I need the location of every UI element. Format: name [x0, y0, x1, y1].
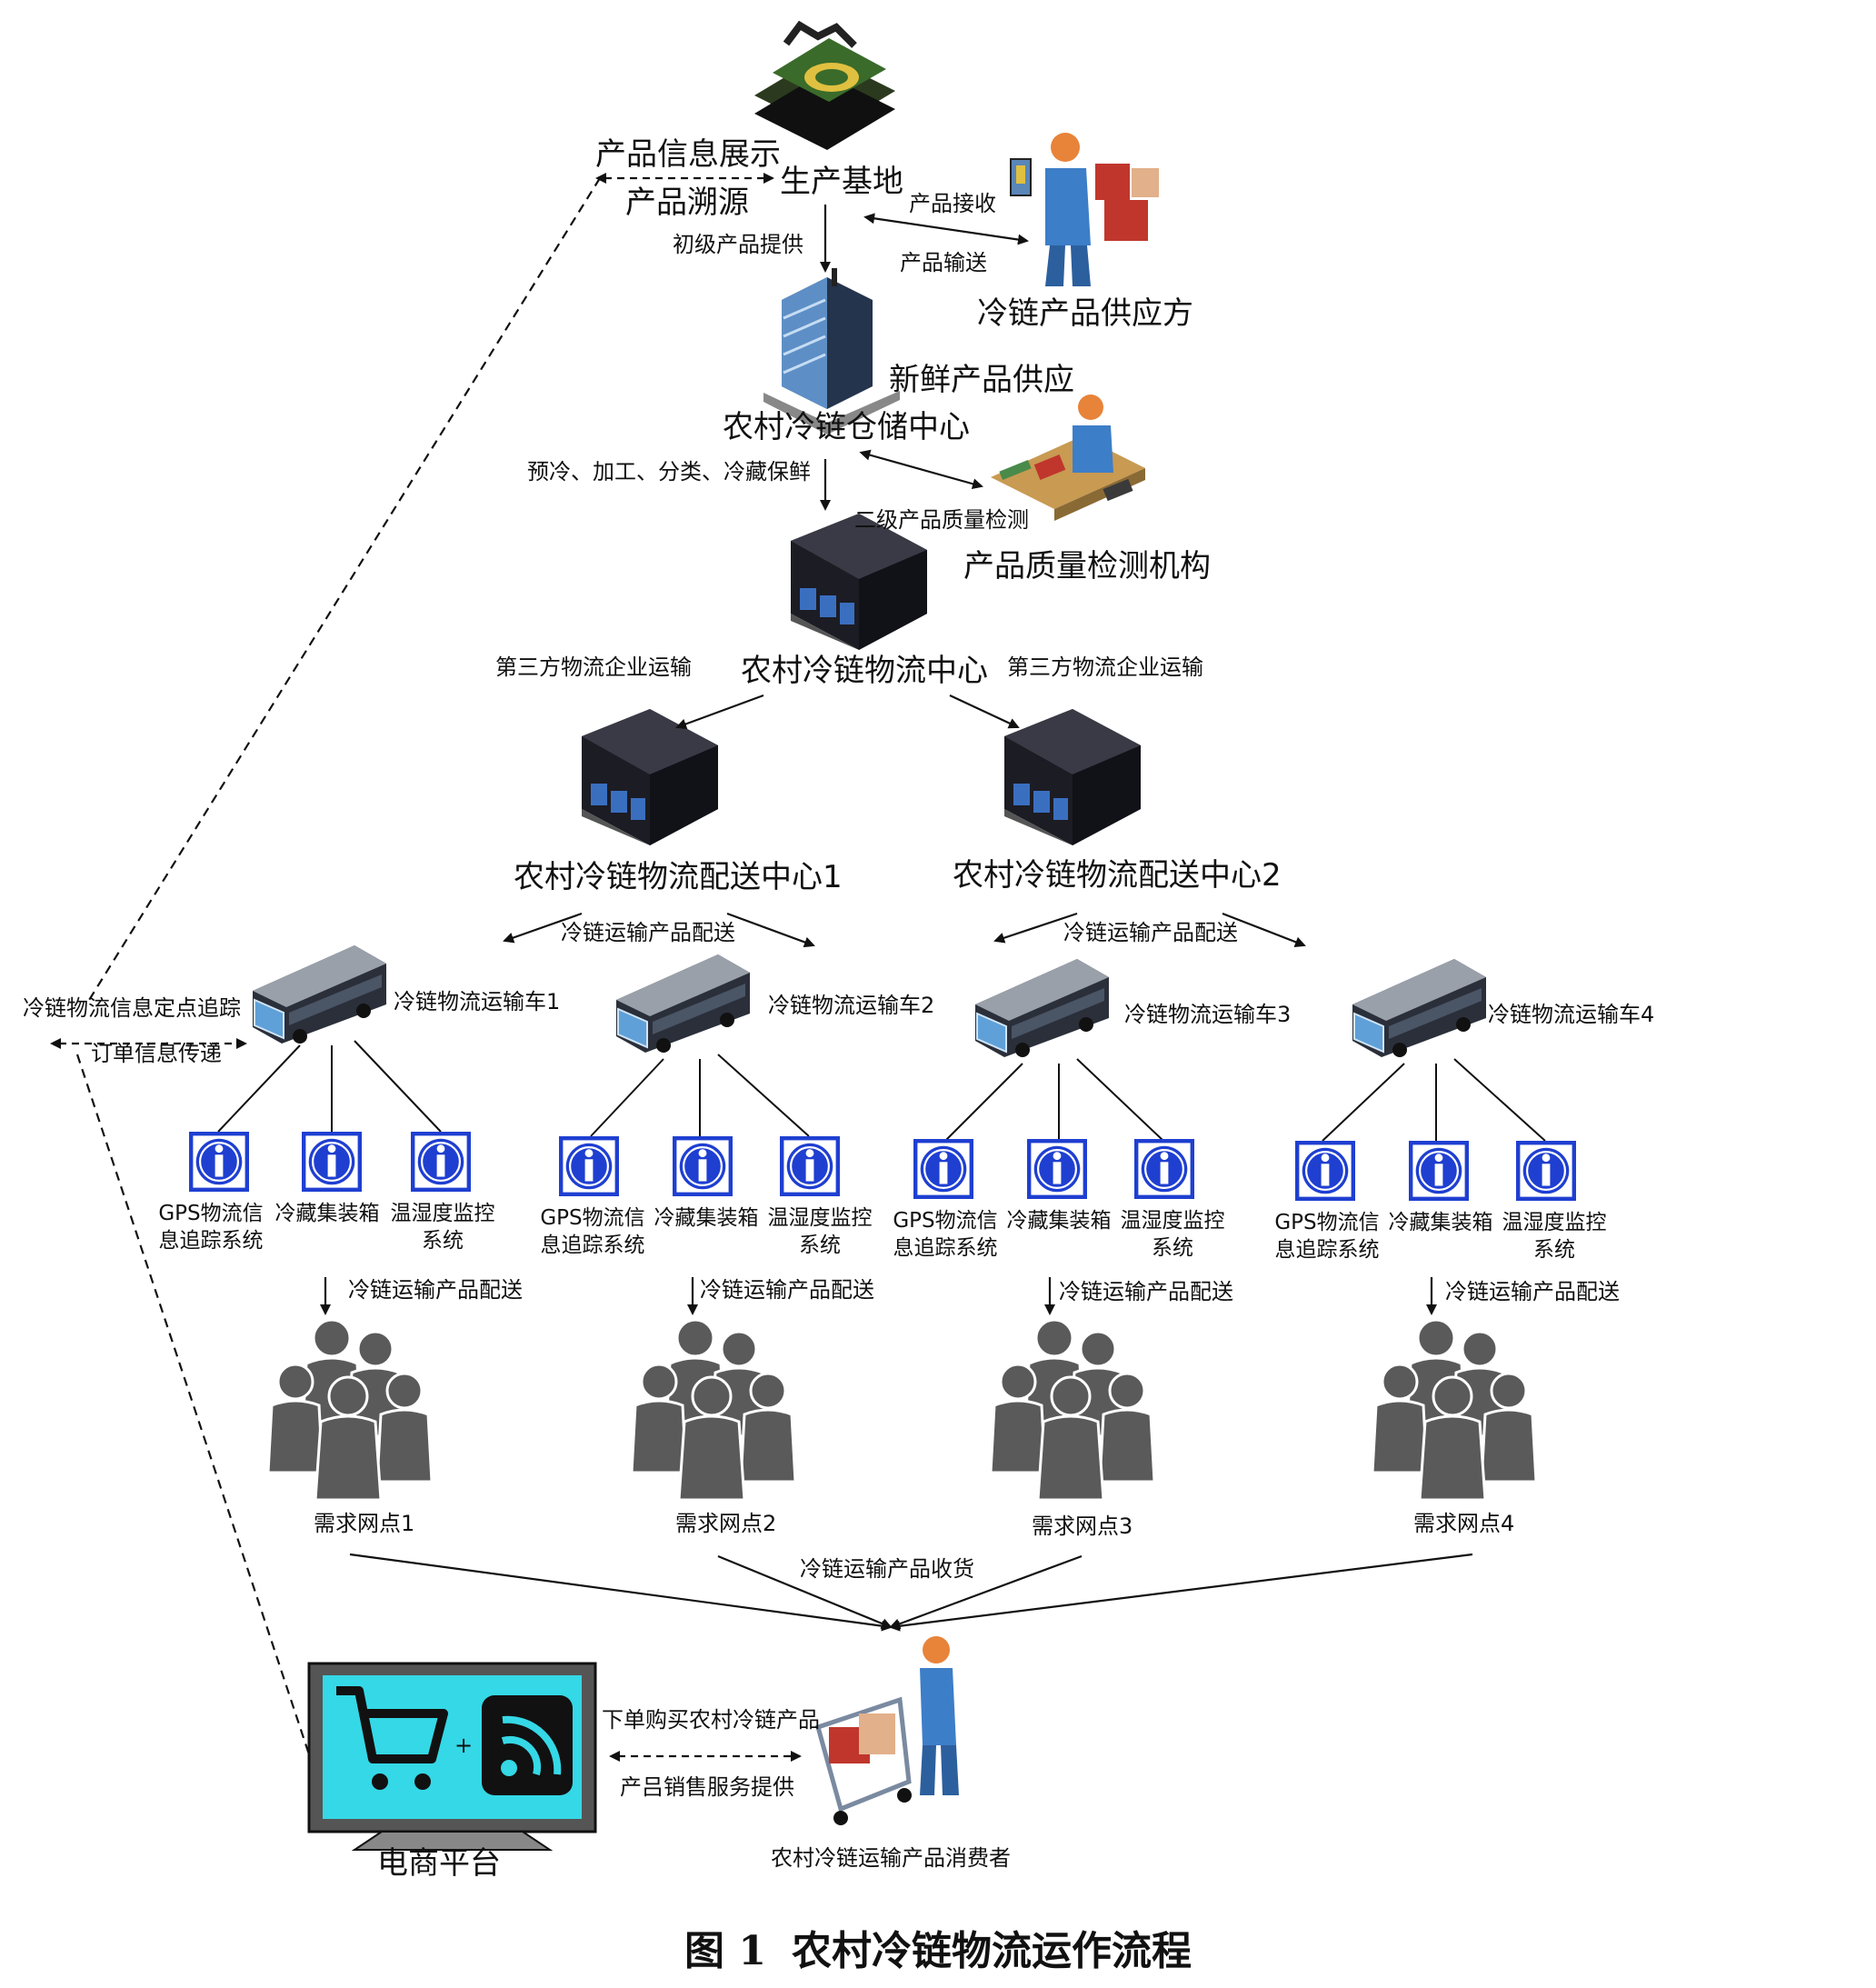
truck-1-label: 冷链物流运输车1: [394, 989, 561, 1014]
product-trace-label: 产品溯源: [625, 185, 749, 221]
order-buy-label: 下单购买农村冷链产品: [602, 1707, 820, 1733]
consumer-label: 农村冷链运输产品消费者: [771, 1845, 1011, 1871]
worker-with-boxes-icon: [1010, 133, 1159, 286]
demand-2-label: 需求网点2: [675, 1511, 777, 1536]
office-tower-icon: [763, 268, 900, 435]
truck-4-label: 冷链物流运输车4: [1488, 1002, 1655, 1027]
info-icon: [915, 1141, 972, 1197]
info-icon: [1297, 1143, 1353, 1199]
product-info-display-label: 产品信息展示: [595, 136, 781, 173]
warehouse-building-icon: [582, 709, 718, 845]
truck-4-delivery-label: 冷链运输产品配送: [1445, 1279, 1620, 1304]
truck-2-delivery-label: 冷链运输产品配送: [700, 1277, 874, 1303]
warehouse-building-icon: [1004, 709, 1141, 845]
farmland-map-icon: [754, 20, 895, 150]
secondary-qc-label: 二级产品质量检测: [854, 507, 1029, 533]
figure-number: 图 1: [684, 1928, 766, 1974]
info-icon: [782, 1138, 838, 1194]
bus-icon: [615, 954, 751, 1054]
system-gps-2: GPS物流信息追踪系统: [540, 1206, 645, 1257]
system-gps-4: GPS物流信息追踪系统: [1274, 1211, 1380, 1262]
crowd-icon: [268, 1318, 432, 1500]
bus-icon: [974, 958, 1110, 1058]
qc-agency-label: 产品质量检测机构: [963, 548, 1211, 584]
system-temp-2: 温湿度监控系统: [767, 1206, 873, 1257]
info-icon: [1518, 1143, 1574, 1199]
dist-center-2-label: 农村冷链物流配送中心2: [953, 857, 1282, 894]
warehouse-label: 农村冷链仓储中心: [723, 409, 970, 445]
info-icon: [191, 1134, 247, 1190]
figure-caption: 图 1 农村冷链物流运作流程: [0, 1918, 1876, 1976]
primary-supply-label: 初级产品提供: [673, 232, 803, 257]
third-party-left-label: 第三方物流企业运输: [495, 654, 692, 680]
warehouse-building-icon: [791, 514, 927, 650]
production-base-label: 生产基地: [780, 164, 903, 200]
info-icon: [304, 1134, 360, 1190]
ecommerce-label: 电商平台: [377, 1845, 501, 1882]
delivery-1-label: 冷链运输产品配送: [561, 920, 735, 945]
processing-label: 预冷、加工、分类、冷藏保鲜: [527, 459, 811, 485]
info-icon: [413, 1134, 469, 1190]
demand-3-label: 需求网点3: [1032, 1513, 1133, 1539]
crowd-icon: [632, 1318, 795, 1500]
supplier-label: 冷链产品供应方: [977, 295, 1193, 332]
third-party-right-label: 第三方物流企业运输: [1007, 654, 1203, 680]
system-temp-4: 温湿度监控系统: [1502, 1211, 1607, 1262]
info-icon: [561, 1138, 617, 1194]
order-info-label: 订单信息传递: [91, 1041, 222, 1066]
receiving-label: 冷链运输产品收货: [800, 1556, 974, 1582]
inspector-desk-icon: [991, 395, 1145, 521]
logistics-center-label: 农村冷链物流中心: [741, 653, 988, 689]
product-transport-label: 产品输送: [900, 250, 987, 275]
svg-text:+: +: [454, 1733, 473, 1758]
system-gps-3: GPS物流信息追踪系统: [893, 1209, 998, 1260]
truck-3-delivery-label: 冷链运输产品配送: [1059, 1279, 1233, 1304]
crowd-icon: [1372, 1318, 1536, 1500]
truck-2-label: 冷链物流运输车2: [768, 993, 935, 1018]
info-icon: [1029, 1141, 1085, 1197]
fresh-supply-label: 新鲜产品供应: [889, 362, 1074, 398]
product-receive-label: 产品接收: [909, 191, 996, 216]
system-gps-1: GPS物流信息追踪系统: [158, 1202, 264, 1253]
system-temp-3: 温湿度监控系统: [1120, 1209, 1225, 1260]
info-icon: [1136, 1141, 1192, 1197]
info-icon: [674, 1138, 731, 1194]
system-temp-1: 温湿度监控系统: [390, 1202, 495, 1253]
system-container-1: 冷藏集装箱: [274, 1202, 380, 1225]
figure-title: 农村冷链物流运作流程: [791, 1928, 1192, 1974]
demand-4-label: 需求网点4: [1413, 1511, 1515, 1536]
delivery-2-label: 冷链运输产品配送: [1063, 920, 1238, 945]
truck-3-label: 冷链物流运输车3: [1124, 1002, 1292, 1027]
crowd-icon: [991, 1318, 1154, 1500]
info-icon: [1411, 1143, 1467, 1199]
system-container-3: 冷藏集装箱: [1006, 1209, 1112, 1233]
sales-service-label: 产吕销售服务提供: [620, 1774, 794, 1800]
truck-1-delivery-label: 冷链运输产品配送: [348, 1277, 523, 1303]
bus-icon: [252, 944, 387, 1044]
monitor-cart-rss-icon: +: [307, 1662, 597, 1851]
system-container-2: 冷藏集装箱: [654, 1206, 759, 1230]
tracking-label: 冷链物流信息定点追踪: [23, 995, 241, 1021]
bus-icon: [1352, 958, 1487, 1058]
shopping-cart-person-icon: [814, 1636, 959, 1825]
dist-center-1-label: 农村冷链物流配送中心1: [514, 859, 843, 895]
demand-1-label: 需求网点1: [314, 1511, 415, 1536]
system-container-4: 冷藏集装箱: [1388, 1211, 1493, 1234]
